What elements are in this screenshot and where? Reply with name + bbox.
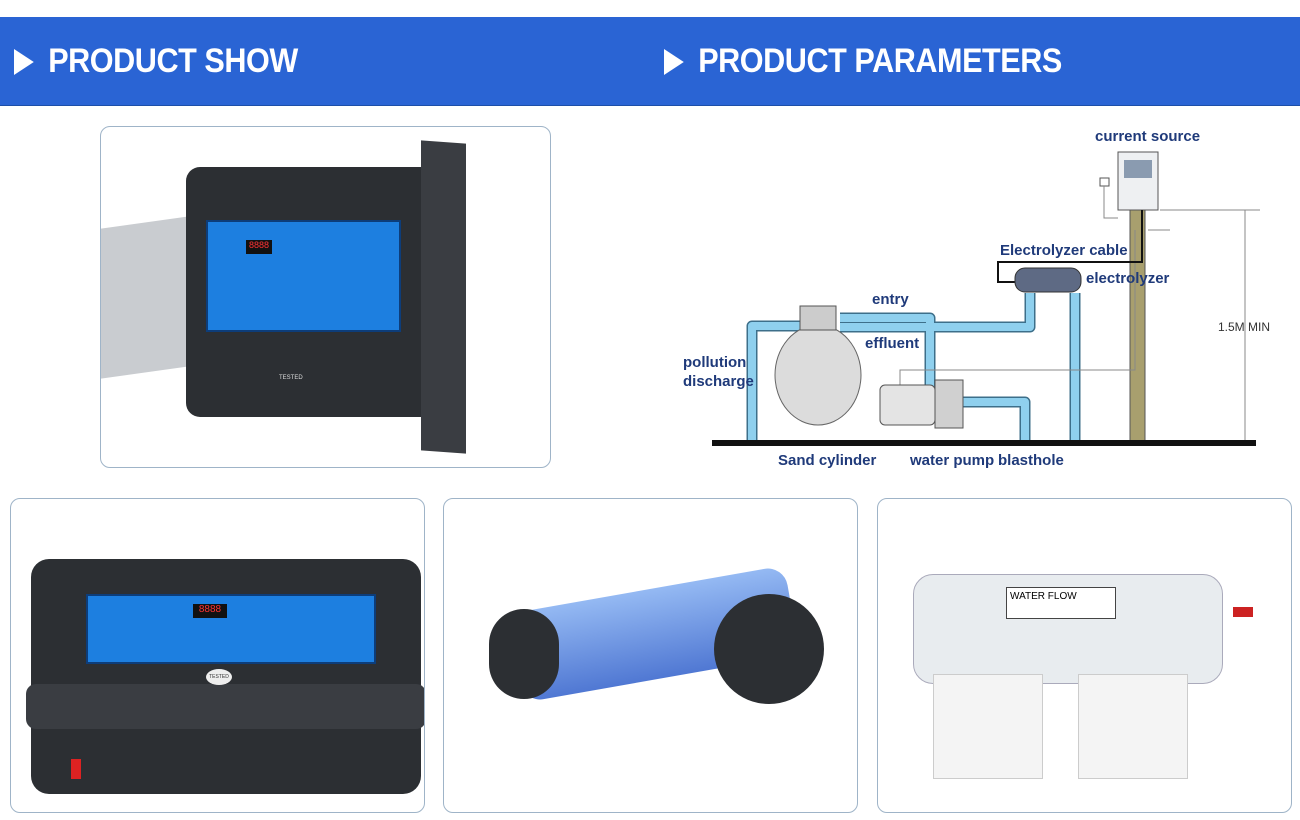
dimension-lines (899, 186, 1260, 443)
label-sand-cylinder: Sand cylinder (778, 452, 877, 469)
product-show-heading: PRODUCT SHOW (14, 17, 298, 106)
sand-cylinder (774, 324, 862, 426)
section-banner: PRODUCT SHOW PRODUCT PARAMETERS (0, 17, 1300, 106)
display: 8888 (193, 604, 227, 618)
label-pollution: pollution (683, 354, 746, 371)
right-union (714, 594, 824, 704)
right-fitting (1078, 674, 1188, 779)
controller-photo: 8888 TESTED (100, 126, 551, 468)
electrolyzer-cell-photo (443, 498, 858, 813)
red-terminal (71, 759, 81, 779)
label-electrolyzer: electrolyzer (1086, 270, 1170, 287)
blue-panel: 8888 (86, 594, 376, 664)
front-lip (26, 684, 424, 729)
pump-housing (934, 379, 964, 429)
source-screen (1124, 160, 1152, 178)
label-electrolyzer-cable: Electrolyzer cable (1000, 242, 1128, 259)
left-fitting (933, 674, 1043, 779)
water-flow-label: WATER FLOW (1006, 587, 1116, 619)
label-height: 1.5M MIN (1218, 320, 1270, 334)
switch-icon (1099, 177, 1110, 187)
water-pump-motor (879, 384, 936, 426)
heading-text: PRODUCT PARAMETERS (698, 42, 1062, 80)
display: 8888 (246, 240, 272, 254)
triangle-icon (14, 48, 34, 75)
heading-text: PRODUCT SHOW (48, 42, 298, 80)
product-parameters-heading: PRODUCT PARAMETERS (664, 17, 1062, 106)
pipes (748, 293, 1079, 443)
blue-panel: 8888 (206, 220, 401, 332)
label-water-pump: water pump (909, 452, 994, 469)
left-union (489, 609, 559, 699)
controller-angle-photo: 8888 TESTED (10, 498, 425, 813)
label-discharge: discharge (683, 373, 754, 390)
flow-cell-photo: WATER FLOW (877, 498, 1292, 813)
electrolyzer (1014, 267, 1082, 293)
label-current-source: current source (1095, 128, 1200, 145)
triangle-icon (664, 48, 684, 75)
tested-label: TESTED (206, 669, 232, 685)
label-blasthole: blasthole (998, 452, 1064, 469)
red-terminal (1233, 607, 1253, 617)
tested-label: TESTED (279, 375, 303, 381)
multiport-valve (799, 305, 837, 331)
label-effluent: effluent (865, 335, 919, 352)
label-entry: entry (872, 291, 909, 308)
ground-line (712, 440, 1256, 446)
electrolyzer-cable (997, 210, 1143, 283)
